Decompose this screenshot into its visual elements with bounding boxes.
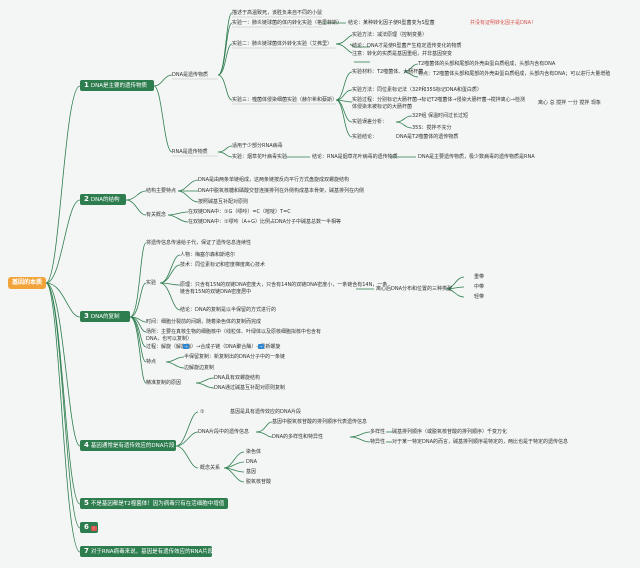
node-replication-site-2[interactable]: DNA，也可以复制） — [146, 336, 193, 342]
node-replication-features[interactable]: 特点 — [146, 359, 157, 365]
node-concept-relationship[interactable]: 概念关系 — [200, 465, 221, 471]
node-structure-features[interactable]: 结构主要特点 — [146, 188, 177, 194]
branch-label: DNA的结构 — [90, 197, 120, 203]
node-experiment-3[interactable]: 实验三：噬菌体侵染细菌实验（赫尔希和蔡斯） — [232, 97, 338, 103]
node-genetic-information[interactable]: DNA片段中的遗传信息 — [198, 429, 250, 435]
node-experiment-3-process-3[interactable]: 离心 总 搅拌 一分 搅拌 现象 — [538, 100, 601, 106]
node-rna-is-genetic-material[interactable]: RNA是遗传物质 — [172, 149, 208, 155]
branch-label: DNA的复制 — [90, 314, 120, 320]
step-arrow-icon: → — [258, 344, 264, 349]
node-experiment-2-method[interactable]: 实验方法：减法原理（控制变量） — [352, 32, 428, 38]
node-gene-definition[interactable]: 基因是具有遗传效应的DNA片段 — [230, 409, 302, 415]
node-experiment-3-process[interactable]: 实验过程：分别标记大肠杆菌→标记T2噬菌体→侵染大肠杆菌→搅拌离心→检测 — [352, 97, 525, 103]
node-error-35s[interactable]: 35S：搅拌不充分 — [412, 125, 452, 131]
node-diversity[interactable]: 多样性 — [370, 429, 386, 435]
node-gene[interactable]: 基因 — [246, 469, 257, 475]
node-material-detail-1[interactable]: T2噬菌体的头部和尾部的外壳由蛋白质组成，头部内含有DNA — [418, 61, 556, 67]
root-node[interactable]: 基因的本质 — [8, 277, 46, 289]
node-concept-2[interactable]: 在双链DNA中：①嘌呤（A+G）比例占DNA分子中碱基总数一半相等 — [188, 219, 341, 225]
branch-number: 7 — [84, 547, 89, 555]
node-experiment[interactable]: 实验 — [146, 280, 157, 286]
branch-number: 1 — [84, 81, 89, 89]
node-material-detail-2[interactable]: 特点：T2噬菌体头部和尾部的外壳由蛋白质组成，头部内含有DNA；可以进行大量增殖 — [418, 71, 611, 77]
node-heavy-band[interactable]: 重带 — [474, 274, 485, 280]
node-rna-scope[interactable]: 适用于少部分RNA病毒 — [232, 143, 283, 149]
branch-6[interactable]: 6! — [80, 522, 98, 533]
node-centrifuge-types[interactable]: 离心后DNA分布和位置的三种类型 — [376, 286, 453, 292]
branch-number: 2 — [84, 195, 89, 203]
node-diversity-specificity[interactable]: DNA的多样性和特异性 — [272, 434, 324, 440]
node-chromosome[interactable]: 染色体 — [246, 449, 262, 455]
node-experiment-2[interactable]: 实验二：肺炎链球菌体外转化实验（艾弗里） — [232, 41, 333, 47]
node-experiment-2-note[interactable]: 注意：转化的实质是基因重组，并非基因突变 — [352, 51, 453, 57]
node-experiment-3-method[interactable]: 实验方法：同位素标记法（32P和35S标记DNA和蛋白质） — [352, 87, 482, 93]
node-experiment-conclusion[interactable]: 结论：DNA的复制是以半保留的方式进行的 — [180, 307, 277, 313]
node-experiment-3-process-2[interactable]: 体侵染未被标记的大肠杆菌 — [352, 104, 413, 110]
node-experiment-people[interactable]: 人物：梅塞尔森和斯塔尔 — [180, 252, 236, 258]
node-dna-is-genetic-material[interactable]: DNA是遗传物质 — [172, 72, 209, 78]
node-experiment-3-conclusion-label[interactable]: 实验结论： — [352, 134, 378, 140]
node-replication-process[interactable]: 过程：解旋（解旋酶）→合成子链（DNA聚合酶）→重新螺旋 — [146, 344, 281, 350]
branch-label: 对于RNA病毒来说，基因是有遗传效应的RNA片段 — [90, 549, 214, 555]
node-accurate-replication[interactable]: 精准复制的原因 — [146, 380, 182, 386]
node-error-analysis[interactable]: 实验误差分析： — [352, 119, 388, 125]
branch-label: 不是基因都是T2噬菌体！因为病毒只有在活细胞中增值 — [90, 501, 225, 507]
node-concept-1[interactable]: 在双链DNA中：①G（嘌呤）=C（嘧啶）T=C — [188, 209, 291, 215]
node-dna[interactable]: DNA — [246, 459, 258, 465]
node-structure-feature-2[interactable]: DNA中脱氧核糖和磷酸交替连接排列在外侧构成基本骨架，碱基排列在内侧 — [198, 188, 365, 194]
branch-number: 3 — [84, 312, 89, 320]
branch-number: 5 — [84, 499, 89, 507]
node-tmv-conclusion[interactable]: 结论：RNA是烟草花叶病毒的遗传物质 — [312, 154, 398, 160]
node-light-band[interactable]: 轻带 — [474, 294, 485, 300]
node-r1a[interactable]: 描述于高温致死，该胜负来自不同的小鼠 — [232, 10, 323, 16]
node-nucleotide-sequence[interactable]: 基因中脱氧核苷酸的排列顺序代表遗传信息 — [272, 419, 368, 425]
node-diversity-detail[interactable]: 碱基排列顺序（或脱氧核苷酸的排列顺序）千变万化 — [392, 429, 508, 435]
node-structure-feature-3[interactable]: 按照碱基互补配对原则 — [198, 199, 249, 205]
node-error-32p[interactable]: 32P组 保温时间过长过短 — [412, 113, 468, 119]
node-middle-band[interactable]: 中带 — [474, 284, 485, 290]
node-experiment-1[interactable]: 实验一：肺炎链球菌的体内转化实验（格里菲斯） — [232, 20, 343, 26]
node-experiment-technique[interactable]: 技术：同位素标记和密度梯度离心技术 — [180, 262, 266, 268]
branch-label: 基因通常是有遗传效应的DNA片段 — [90, 443, 175, 449]
branch-number: 4 — [84, 441, 89, 449]
branch-label: DNA是主要的遗传物质 — [90, 83, 147, 89]
node-experiment-1-conclusion[interactable]: 结论：某种转化因子使R型菌变为S型菌 — [348, 20, 435, 26]
node-experiment-3-material[interactable]: 实验材料：T2噬菌体、大肠杆菌 — [352, 69, 424, 75]
node-replication-purpose[interactable]: 将遗传信息传递给子代，保证了遗传信息连续性 — [146, 240, 252, 246]
node-experiment-3-conclusion[interactable]: DNA是T2噬菌体的遗传物质 — [396, 134, 459, 140]
node-specificity[interactable]: 特异性 — [370, 439, 386, 445]
node-experiment-1-note[interactable]: 并没有证明转化因子是DNA！ — [470, 20, 537, 26]
warning-icon: ! — [90, 526, 97, 531]
step-arrow-icon: → — [183, 344, 189, 349]
node-base-pairing-reason[interactable]: DNA通过碱基互补配对原则复制 — [214, 385, 286, 391]
node-semi-conservative[interactable]: 半保留复制：新复制出的DNA分子中的一条链 — [184, 354, 286, 360]
node-tmv-experiment[interactable]: 实验：烟草花叶病毒实验 — [232, 154, 288, 160]
node-main-genetic-material[interactable]: DNA是主要遗传物质，极少数病毒的遗传物质是RNA — [418, 154, 535, 160]
node-replication-time[interactable]: 时间：细胞分裂前的间期，随着染色体的复制而完成 — [146, 319, 262, 325]
node-experiment-principle-2[interactable]: 链含有15N的双链DNA密度居中 — [180, 289, 252, 295]
node-deoxynucleotide[interactable]: 脱氧核苷酸 — [246, 479, 272, 485]
node-double-helix-reason[interactable]: DNA具有双螺旋结构 — [214, 375, 261, 381]
node-replication-site[interactable]: 场所：主要在真核生物的细胞核中（线粒体、叶绿体以及原核细胞拟核中也含有 — [146, 329, 322, 335]
node-related-concepts[interactable]: 有关概念 — [146, 212, 167, 218]
node-experiment-2-conclusion[interactable]: 结论：DNA才是使R型菌产生稳定遗传变化的物质 — [352, 43, 462, 49]
node-experiment-principle[interactable]: 原理：只含有15N的双链DNA密度大，只含有14N的双链DNA密度小，一条链含有… — [180, 282, 388, 288]
node-structure-feature-1[interactable]: DNA是由两条单链组成，这两条链按反向平行方式盘旋成双螺旋结构 — [198, 177, 350, 183]
node-specificity-detail[interactable]: 对于某一特定DNA的而言，碱基排列顺序是特定的，两比也是于特定的遗传信息 — [392, 439, 569, 445]
node-gene-number[interactable]: ① — [200, 409, 205, 415]
node-unwind-while-copying[interactable]: 边解旋边复制 — [184, 365, 215, 371]
branch-number: 6 — [84, 523, 89, 531]
